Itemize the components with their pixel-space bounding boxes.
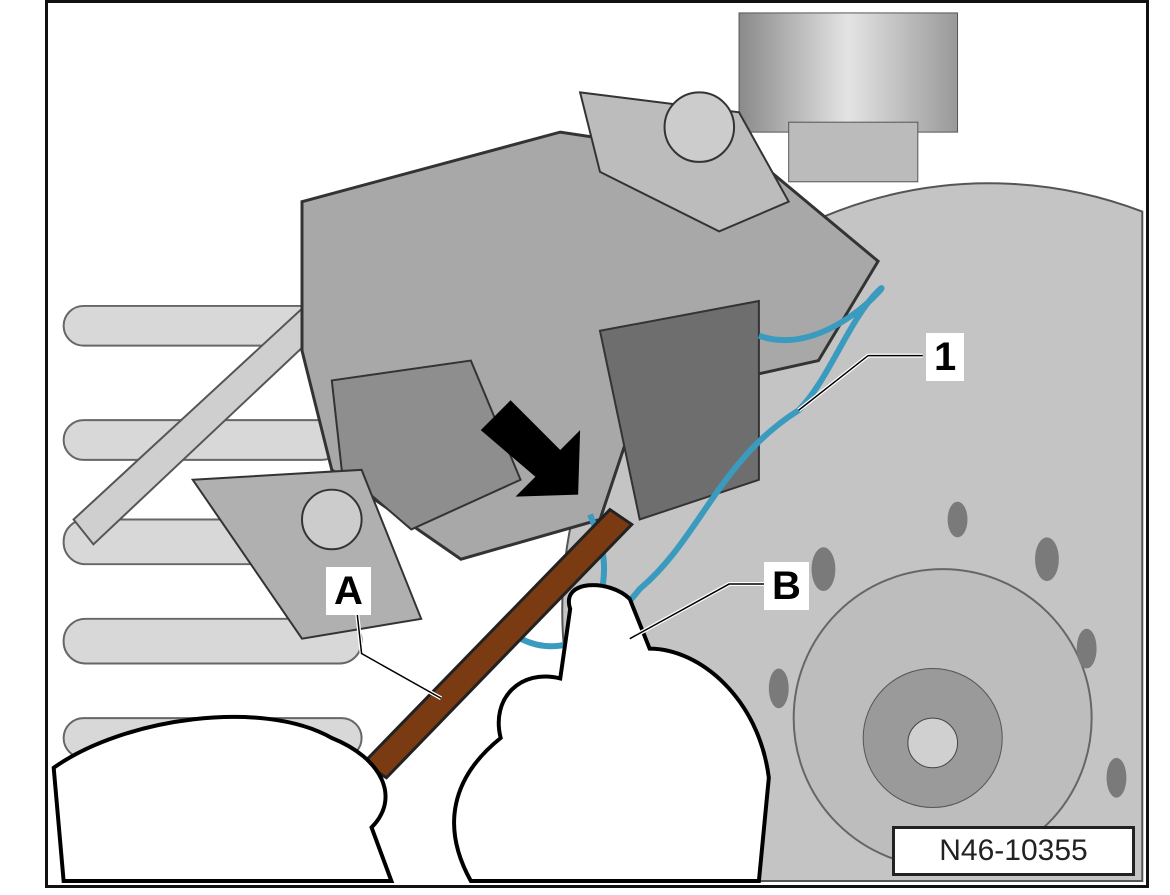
right-hand — [452, 583, 771, 884]
direction-arrow-icon — [480, 400, 581, 497]
hub-spline — [907, 717, 959, 769]
guide-pin-lower — [301, 488, 363, 551]
figure-reference-code: N46-10355 — [892, 826, 1135, 876]
guide-pin-upper — [663, 91, 736, 163]
shock-absorber-mount — [788, 121, 919, 183]
callout-b: B — [764, 562, 809, 610]
brake-pad — [598, 299, 760, 521]
left-hand — [51, 714, 395, 884]
illustration-frame — [45, 0, 1149, 888]
callout-a: A — [326, 567, 371, 615]
leader-lines — [355, 354, 923, 699]
callout-1: 1 — [926, 333, 965, 381]
brake-caliper-illustration — [51, 12, 1144, 884]
disc-holes — [768, 501, 1127, 798]
shock-absorber — [738, 12, 959, 133]
pry-tool-rod — [361, 507, 635, 780]
caliper-body — [330, 359, 522, 531]
